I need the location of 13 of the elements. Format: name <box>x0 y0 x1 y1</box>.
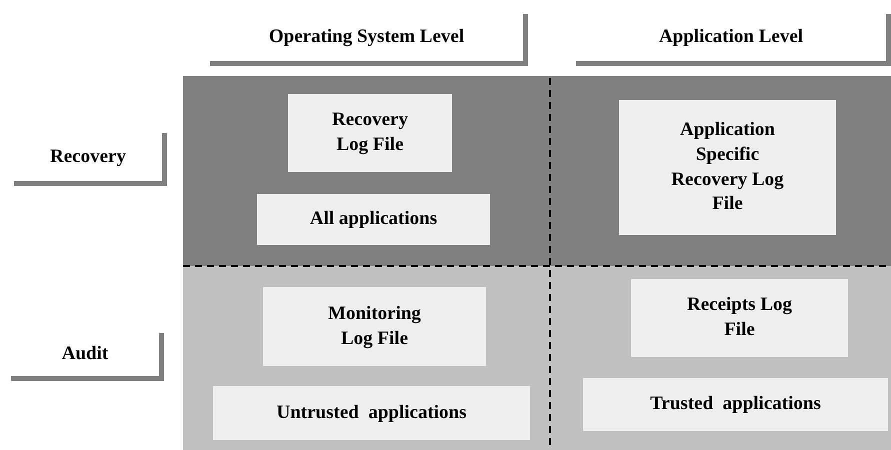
header-label: Recovery <box>14 133 167 186</box>
log-box: Monitoring Log File <box>263 287 486 366</box>
log-box: Application Specific Recovery Log File <box>619 100 836 235</box>
band-background <box>183 266 891 450</box>
log-box: Receipts Log File <box>631 279 848 357</box>
log-box: All applications <box>257 194 490 245</box>
header-label: Operating System Level <box>210 14 528 66</box>
log-box: Recovery Log File <box>288 94 452 172</box>
log-box: Untrusted applications <box>213 386 530 440</box>
header-label: Audit <box>11 333 164 381</box>
log-box: Trusted applications <box>583 378 888 431</box>
header-label: Application Level <box>576 14 891 66</box>
band-background <box>183 76 891 266</box>
